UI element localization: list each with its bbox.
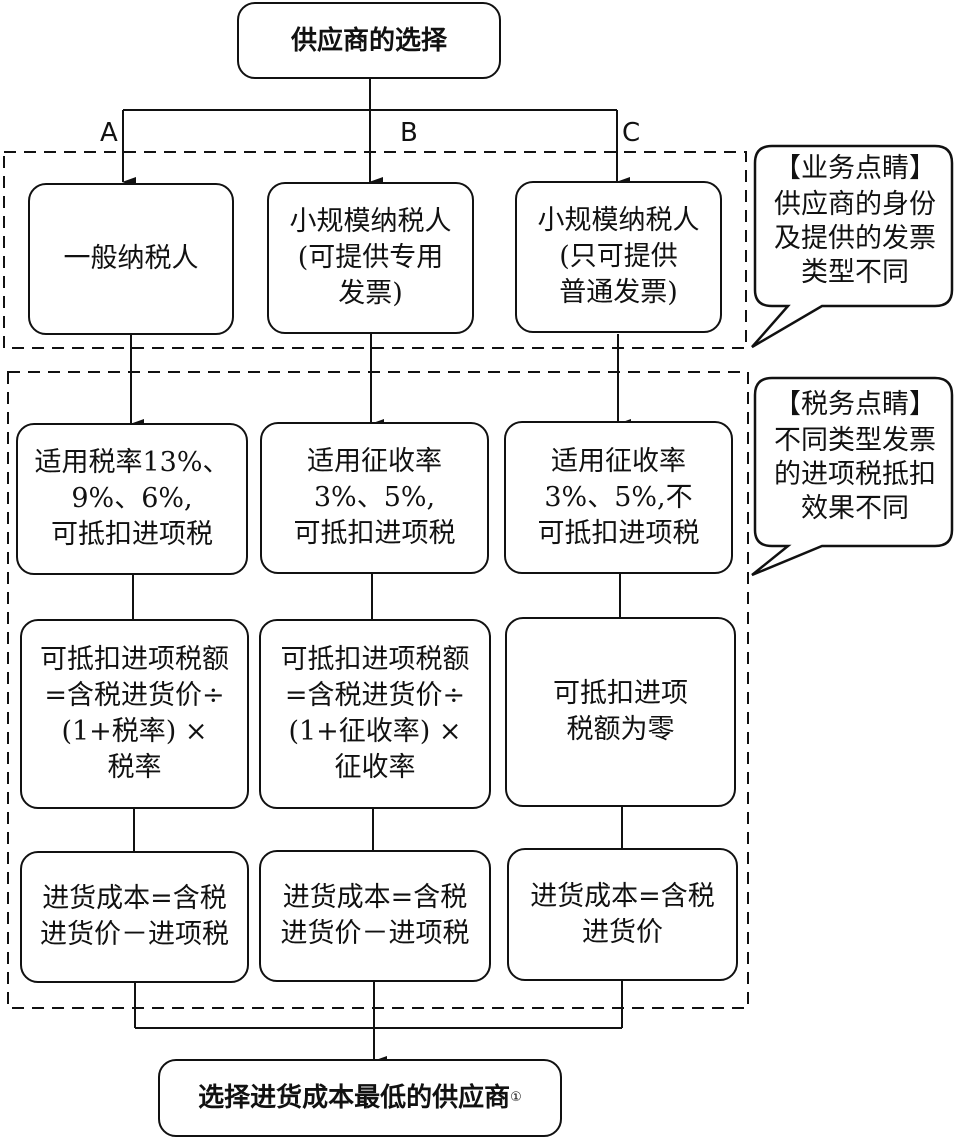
callout-tax-bubble	[751, 376, 954, 577]
callout-tax-title: 【税务点睛】	[774, 389, 936, 420]
cost-b: 进货成本=含税 进货价－进项税	[259, 850, 491, 982]
callout-business-title: 【业务点睛】	[774, 153, 936, 184]
rate-b: 适用征收率 3%、5%, 可抵扣进项税	[260, 422, 489, 574]
supplier-group-dashed-box	[3, 151, 747, 349]
rate-a: 适用税率13%、 9%、6%, 可抵扣进项税	[16, 423, 248, 575]
branch-label-c: C	[622, 118, 641, 148]
rate-c: 适用征收率 3%、5%,不 可抵扣进项税	[504, 421, 733, 574]
end-node-label: 选择进货成本最低的供应商	[198, 1083, 511, 1113]
deductible-b: 可抵扣进项税额 =含税进货价÷ (1+征收率) × 征收率	[259, 619, 491, 809]
cost-a: 进货成本=含税 进货价－进项税	[20, 851, 249, 983]
footnote-marker: ①	[510, 1090, 522, 1105]
callout-tax-body: 不同类型发票 的进项税抵扣 效果不同	[774, 425, 936, 524]
supplier-small-ordinary-invoice: 小规模纳税人 (只可提供 普通发票)	[515, 181, 722, 333]
cost-c: 进货成本=含税 进货价	[507, 848, 738, 981]
callout-business-body: 供应商的身份 及提供的发票 类型不同	[774, 189, 936, 288]
supplier-general-taxpayer: 一般纳税人	[28, 183, 234, 335]
branch-label-a: A	[100, 118, 118, 148]
branch-label-b: B	[400, 118, 418, 148]
deductible-a: 可抵扣进项税额 =含税进货价÷ (1+税率) × 税率	[20, 619, 249, 809]
callout-business-bubble	[751, 144, 954, 349]
start-node: 供应商的选择	[237, 2, 501, 79]
tax-group-dashed-box	[7, 371, 749, 1009]
supplier-small-special-invoice: 小规模纳税人 (可提供专用 发票)	[267, 182, 474, 334]
deductible-c: 可抵扣进项 税额为零	[505, 617, 736, 807]
